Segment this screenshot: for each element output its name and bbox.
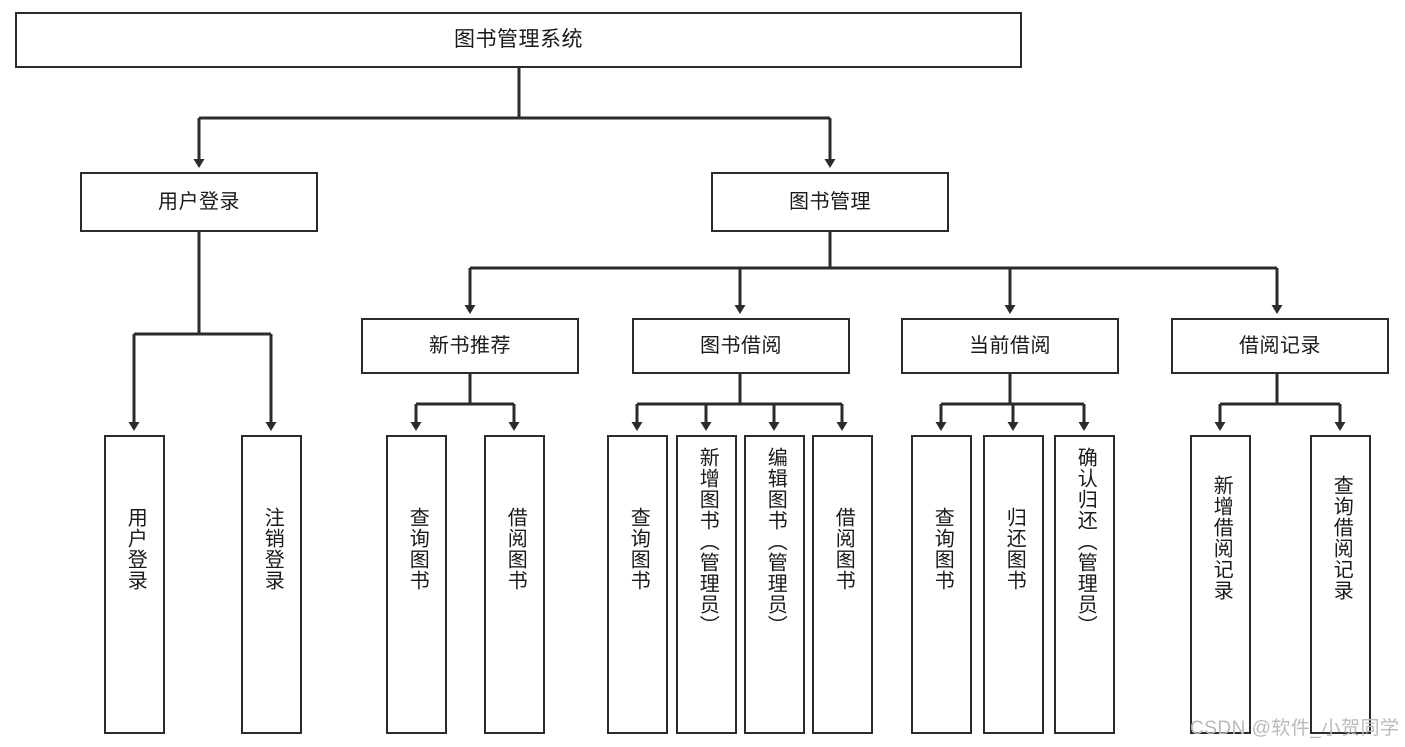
- node-leaf-query-book-1[interactable]: 查询图书: [386, 435, 447, 734]
- node-leaf-query-book-3[interactable]: 查询图书: [911, 435, 972, 734]
- node-leaf-confirm-return-label: 确认归还（管理员）: [1074, 447, 1097, 636]
- node-leaf-edit-book-label: 编辑图书（管理员）: [764, 447, 787, 636]
- node-leaf-user-logout[interactable]: 注销登录: [241, 435, 302, 734]
- node-current-borrow-label: 当前借阅: [969, 335, 1051, 357]
- node-root-label: 图书管理系统: [454, 28, 583, 52]
- node-leaf-borrow-book-2[interactable]: 借阅图书: [812, 435, 873, 734]
- node-leaf-add-record-label: 新增借阅记录: [1210, 475, 1233, 601]
- node-leaf-query-book-2-label: 查询图书: [627, 507, 650, 591]
- node-leaf-query-record[interactable]: 查询借阅记录: [1310, 435, 1371, 734]
- node-leaf-user-login-label: 用户登录: [124, 507, 147, 591]
- csdn-watermark: CSDN @软件_小贺同学: [1190, 718, 1400, 739]
- node-leaf-query-book-1-label: 查询图书: [406, 507, 429, 591]
- node-leaf-query-book-3-label: 查询图书: [931, 507, 954, 591]
- node-leaf-user-login[interactable]: 用户登录: [104, 435, 165, 734]
- node-leaf-add-book[interactable]: 新增图书（管理员）: [676, 435, 737, 734]
- node-book-management-label: 图书管理: [789, 191, 871, 213]
- node-leaf-borrow-book-1[interactable]: 借阅图书: [484, 435, 545, 734]
- node-user-login-label: 用户登录: [158, 191, 240, 213]
- node-leaf-user-logout-label: 注销登录: [261, 507, 284, 591]
- node-book-management[interactable]: 图书管理: [711, 172, 949, 232]
- node-book-borrow-label: 图书借阅: [700, 335, 782, 357]
- node-root[interactable]: 图书管理系统: [15, 12, 1022, 68]
- node-new-book-recommend-label: 新书推荐: [429, 335, 511, 357]
- node-leaf-query-record-label: 查询借阅记录: [1330, 475, 1353, 601]
- node-current-borrow[interactable]: 当前借阅: [901, 318, 1119, 374]
- node-leaf-add-book-label: 新增图书（管理员）: [696, 447, 719, 636]
- node-leaf-return-book-label: 归还图书: [1003, 507, 1026, 591]
- node-new-book-recommend[interactable]: 新书推荐: [361, 318, 579, 374]
- node-leaf-return-book[interactable]: 归还图书: [983, 435, 1044, 734]
- node-book-borrow[interactable]: 图书借阅: [632, 318, 850, 374]
- node-leaf-borrow-book-1-label: 借阅图书: [504, 507, 527, 591]
- node-leaf-confirm-return[interactable]: 确认归还（管理员）: [1054, 435, 1115, 734]
- node-leaf-edit-book[interactable]: 编辑图书（管理员）: [744, 435, 805, 734]
- node-borrow-record-label: 借阅记录: [1239, 335, 1321, 357]
- node-leaf-add-record[interactable]: 新增借阅记录: [1190, 435, 1251, 734]
- node-user-login[interactable]: 用户登录: [80, 172, 318, 232]
- node-leaf-borrow-book-2-label: 借阅图书: [832, 507, 855, 591]
- node-borrow-record[interactable]: 借阅记录: [1171, 318, 1389, 374]
- node-leaf-query-book-2[interactable]: 查询图书: [607, 435, 668, 734]
